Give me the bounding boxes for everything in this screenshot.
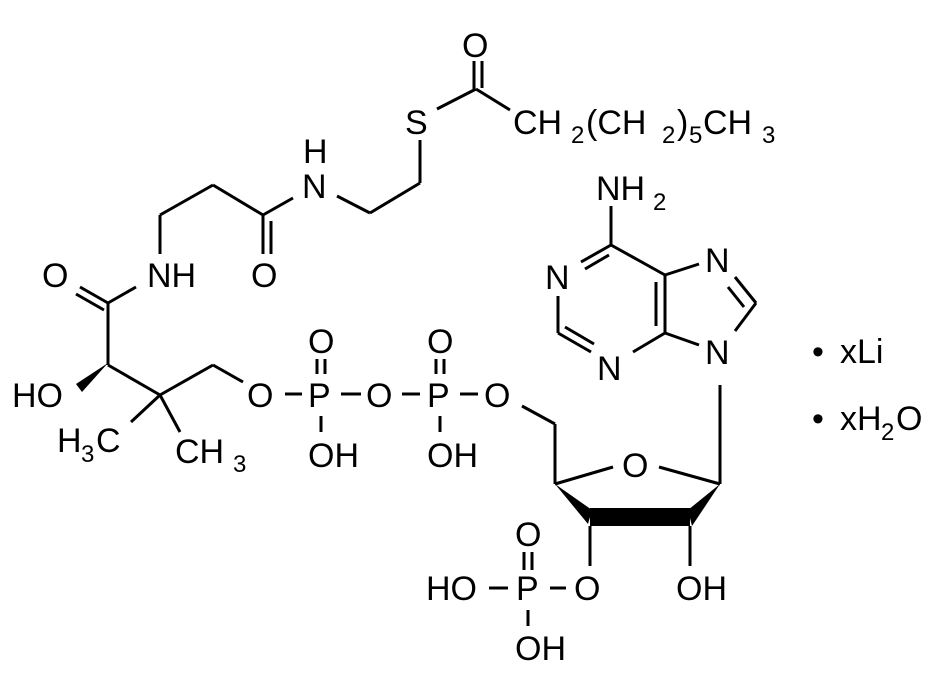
- atom-label-P2: P: [427, 377, 450, 415]
- atom-label-O-link: O: [247, 377, 273, 415]
- atom-label-2-OH: OH: [676, 570, 727, 608]
- svg-text:•: •: [812, 400, 824, 438]
- counterion-lithium: • xLi: [812, 333, 883, 371]
- atom-label-NH2: NH 2: [596, 170, 666, 216]
- atom-label-acyl-O: O: [462, 27, 488, 65]
- svg-text:3: 3: [762, 122, 775, 149]
- svg-text:xLi: xLi: [840, 333, 883, 371]
- svg-text:C: C: [96, 422, 121, 460]
- atom-label-N9: N: [705, 334, 730, 372]
- svg-text:NH: NH: [596, 170, 645, 208]
- svg-text:2: 2: [571, 122, 584, 149]
- atom-label-O5: O: [484, 377, 510, 415]
- atom-label-N3: N: [597, 350, 622, 388]
- atom-label-P3-OH: OH: [515, 630, 566, 668]
- methyl-label-1: H 3 C: [57, 422, 121, 468]
- atom-label-H: H: [303, 133, 328, 171]
- atom-label-P1-OH: OH: [308, 437, 359, 475]
- atom-label-P3: P: [516, 570, 539, 608]
- bonds: [75, 61, 758, 626]
- svg-text:O: O: [896, 400, 922, 438]
- svg-text:•: •: [812, 333, 824, 371]
- atom-label-P1: P: [308, 377, 331, 415]
- svg-text:CH: CH: [703, 104, 752, 142]
- atom-label-NH: NH: [147, 257, 196, 295]
- atom-label-HO: HO: [12, 377, 63, 415]
- svg-text:CH: CH: [513, 104, 562, 142]
- svg-text:3: 3: [233, 451, 246, 478]
- atom-label-bridge-O: O: [366, 377, 392, 415]
- svg-text:2: 2: [653, 189, 666, 216]
- acyl-chain-label: CH 2 (CH 2 ) 5 CH 3: [513, 104, 775, 149]
- atom-label-N7: N: [705, 242, 730, 280]
- atom-label-amide2-O: O: [251, 257, 277, 295]
- svg-text:xH: xH: [840, 400, 882, 438]
- svg-text:5: 5: [689, 122, 702, 149]
- atom-label-S: S: [405, 104, 428, 142]
- svg-text:H: H: [57, 422, 82, 460]
- svg-text:2: 2: [881, 419, 894, 446]
- svg-text:3: 3: [81, 441, 94, 468]
- atom-label-P2-OH: OH: [427, 437, 478, 475]
- atom-label-amide1-O: O: [42, 257, 68, 295]
- atom-label-P1-O: O: [308, 323, 334, 361]
- atom-label-N1: N: [545, 259, 570, 297]
- atom-label-P3-O: O: [515, 516, 541, 554]
- svg-text:): ): [677, 104, 688, 142]
- atom-label-P3-HO: HO: [426, 570, 477, 608]
- svg-text:CH: CH: [175, 433, 224, 471]
- atom-label-3-O: O: [574, 570, 600, 608]
- svg-text:2: 2: [662, 122, 675, 149]
- methyl-label-2: CH 3: [175, 433, 246, 478]
- atom-label-ring-O: O: [622, 447, 648, 485]
- atom-label-N: N: [302, 168, 327, 206]
- svg-text:(CH: (CH: [586, 104, 646, 142]
- counterion-water: • xH 2 O: [812, 400, 922, 446]
- atom-label-P2-O: O: [427, 323, 453, 361]
